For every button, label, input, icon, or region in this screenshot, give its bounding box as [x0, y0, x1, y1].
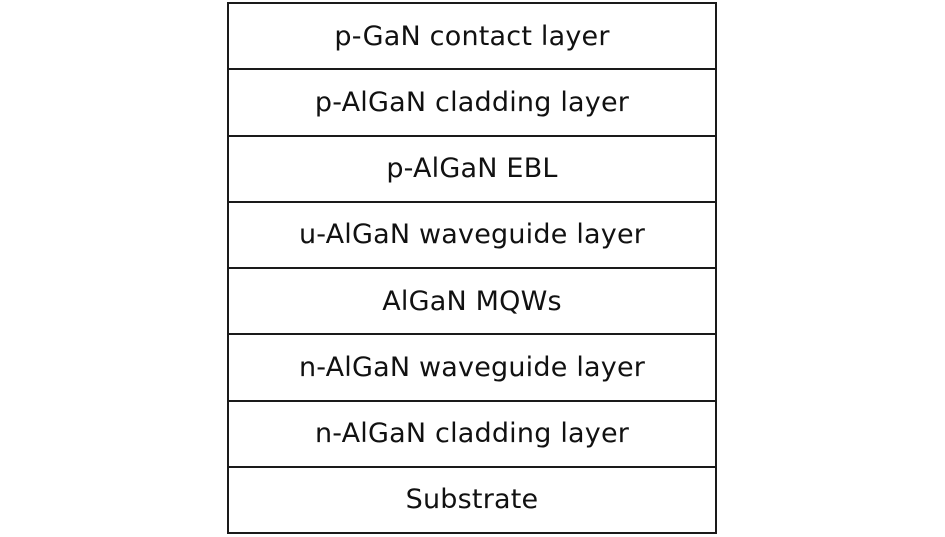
- layer-label: p-AlGaN cladding layer: [314, 86, 630, 118]
- layer-n-algan-waveguide: n-AlGaN waveguide layer: [229, 335, 715, 402]
- layer-label: p-AlGaN EBL: [386, 153, 558, 185]
- layer-label: n-AlGaN waveguide layer: [298, 351, 646, 383]
- layer-label: AlGaN MQWs: [382, 285, 562, 317]
- layer-label: Substrate: [405, 484, 539, 516]
- layer-label: n-AlGaN cladding layer: [314, 418, 630, 450]
- layer-p-algan-ebl: p-AlGaN EBL: [229, 137, 715, 203]
- layer-p-algan-cladding: p-AlGaN cladding layer: [229, 70, 715, 137]
- layer-u-algan-waveguide: u-AlGaN waveguide layer: [229, 203, 715, 269]
- layer-algan-mqws: AlGaN MQWs: [229, 269, 715, 336]
- layer-label: u-AlGaN waveguide layer: [298, 219, 646, 251]
- layer-label: p-GaN contact layer: [334, 20, 610, 52]
- layer-n-algan-cladding: n-AlGaN cladding layer: [229, 402, 715, 468]
- layer-stack-diagram: p-GaN contact layer p-AlGaN cladding lay…: [227, 2, 717, 534]
- layer-substrate: Substrate: [229, 468, 715, 532]
- layer-p-gan-contact: p-GaN contact layer: [229, 4, 715, 71]
